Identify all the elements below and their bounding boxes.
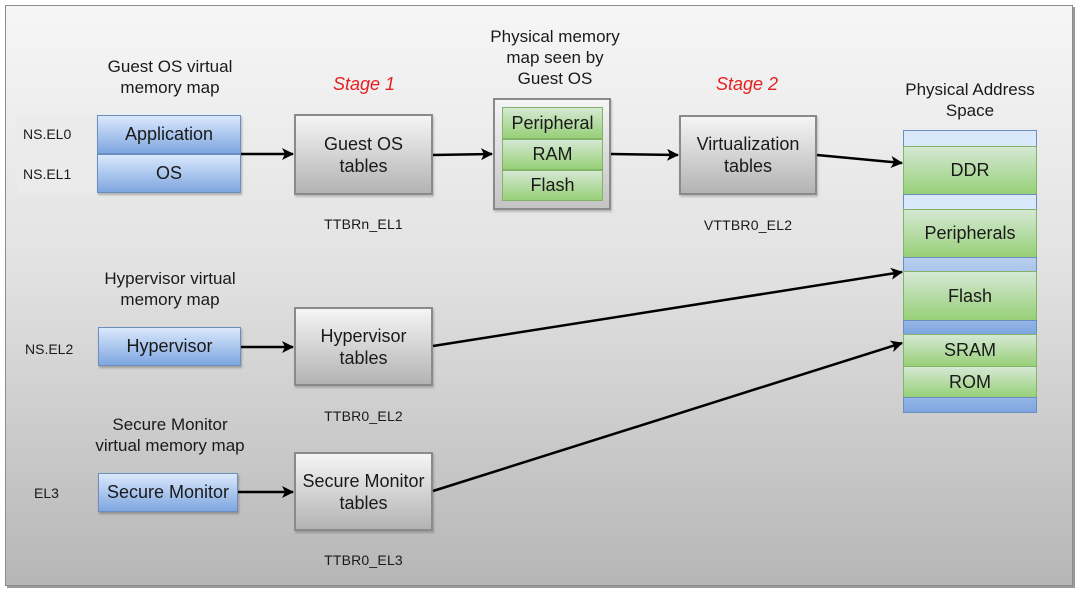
pas-gap (903, 194, 1037, 210)
pas-gap (903, 130, 1037, 147)
guest-map-peripheral[interactable]: Peripheral (502, 107, 603, 139)
stage-1-label: Stage 1 (332, 74, 396, 94)
stage-2-label: Stage 2 (715, 74, 779, 94)
register-ttbr0-el3: TTBR0_EL3 (324, 552, 403, 568)
caption-line: Guest OS (517, 69, 593, 88)
el-label-panel (17, 115, 97, 193)
register-ttbr0-el2: TTBR0_EL2 (324, 408, 403, 424)
caption-line: Hypervisor virtual (104, 269, 236, 288)
el-label-el3: EL3 (34, 485, 59, 501)
table-label: tables (339, 155, 388, 176)
register-vttbr0-el2: VTTBR0_EL2 (703, 217, 793, 233)
pas-flash[interactable]: Flash (903, 271, 1037, 321)
guest-os-vmap-caption: Guest OS virtual memory map (80, 56, 260, 98)
secure-monitor-vmap-caption: Secure Monitor virtual memory map (70, 414, 270, 456)
caption-line: Space (945, 101, 995, 120)
secure-monitor-tables[interactable]: Secure Monitor tables (294, 452, 433, 531)
hypervisor-tables[interactable]: Hypervisor tables (294, 307, 433, 386)
el-label-ns-el1: NS.EL1 (23, 166, 72, 182)
caption-line: Secure Monitor (112, 415, 228, 434)
table-label: Guest OS (323, 133, 404, 154)
caption-line: map seen by (506, 48, 604, 67)
application-region[interactable]: Application (97, 115, 241, 154)
caption-line: Physical memory (490, 27, 620, 46)
hypervisor-region[interactable]: Hypervisor (98, 327, 241, 366)
guest-os-tables[interactable]: Guest OS tables (294, 114, 433, 195)
table-label: Hypervisor (320, 325, 407, 346)
pas-sram[interactable]: SRAM (903, 334, 1037, 367)
guest-map-flash[interactable]: Flash (502, 170, 603, 201)
el-label-ns-el0: NS.EL0 (23, 126, 72, 142)
table-label: Secure Monitor (302, 470, 425, 491)
table-label: tables (339, 492, 388, 513)
hypervisor-vmap-caption: Hypervisor virtual memory map (80, 268, 260, 310)
pas-peripherals[interactable]: Peripherals (903, 209, 1037, 258)
register-ttbrn-el1: TTBRn_EL1 (324, 216, 403, 232)
physical-address-space-caption: Physical Address Space (885, 79, 1055, 121)
virtualization-tables[interactable]: Virtualization tables (679, 115, 817, 195)
pas-gap (903, 257, 1037, 272)
guest-map-ram[interactable]: RAM (502, 139, 603, 170)
secure-monitor-region[interactable]: Secure Monitor (98, 473, 238, 512)
caption-line: memory map (120, 78, 220, 97)
el-label-ns-el2: NS.EL2 (25, 341, 74, 357)
caption-line: Guest OS virtual (107, 57, 233, 76)
table-label: Virtualization (696, 134, 800, 154)
caption-line: Physical Address (905, 80, 1035, 99)
caption-line: virtual memory map (95, 436, 245, 455)
table-label: tables (339, 347, 388, 368)
caption-line: memory map (120, 290, 220, 309)
pas-gap (903, 397, 1037, 413)
table-label: tables (723, 156, 773, 176)
guest-physical-map-caption: Physical memory map seen by Guest OS (470, 26, 640, 89)
pas-ddr[interactable]: DDR (903, 146, 1037, 195)
pas-gap (903, 320, 1037, 335)
os-region[interactable]: OS (97, 154, 241, 193)
pas-rom[interactable]: ROM (903, 366, 1037, 398)
